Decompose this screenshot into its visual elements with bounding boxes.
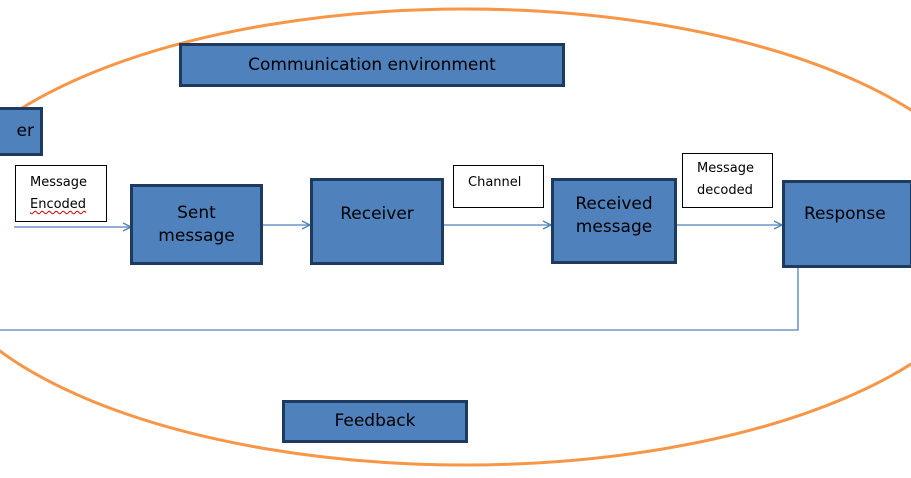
message-encoded-label: Message Encoded	[15, 165, 107, 222]
receiver-box: Receiver	[310, 178, 444, 265]
received-message-box: Received message	[551, 178, 677, 264]
communication-environment-ellipse	[0, 7, 911, 467]
sender-box: er	[0, 107, 43, 156]
channel-label: Channel	[453, 165, 544, 208]
communication-environment-box: Communication environment	[179, 43, 565, 87]
sender-label: er	[16, 121, 34, 142]
response-box: Response	[782, 180, 911, 268]
message-decoded-label: Message decoded	[682, 153, 773, 208]
feedback-loop-line	[0, 266, 799, 331]
communication-environment-title: Communication environment	[248, 54, 496, 75]
sent-message-box: Sent message	[130, 184, 263, 265]
feedback-box: Feedback	[282, 400, 468, 443]
